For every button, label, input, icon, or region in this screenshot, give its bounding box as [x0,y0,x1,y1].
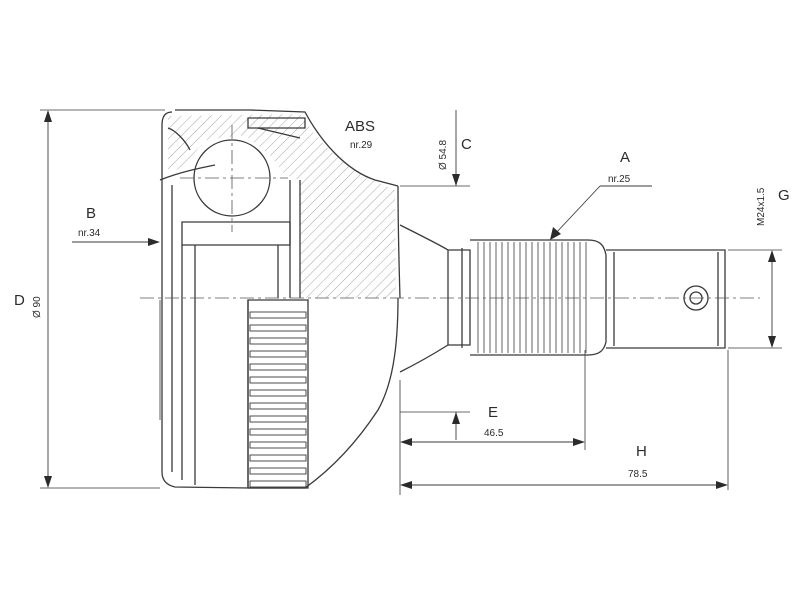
abs-tooth [249,402,307,410]
dimension-g [728,249,782,349]
abs-tooth [249,324,307,332]
label-g-value: M24x1.5 [756,187,767,226]
leader-b [72,238,160,246]
abs-tooth [249,454,307,462]
abs-ring [247,299,309,489]
abs-tooth [249,350,307,358]
leader-a [550,185,652,240]
abs-tooth [249,337,307,345]
dimension-c [400,110,470,440]
abs-tooth [249,467,307,475]
abs-tooth [249,480,307,488]
output-shaft [399,224,726,373]
label-c: C [461,136,472,153]
dimension-e [399,350,586,495]
abs-tooth [249,376,307,384]
abs-tooth [249,428,307,436]
dimension-d [40,109,165,489]
abs-tooth [249,441,307,449]
abs-tooth [249,389,307,397]
dimension-h [400,350,729,490]
label-a-nr: nr.25 [608,174,631,185]
label-e-value: 46.5 [484,428,504,439]
label-b-nr: nr.34 [78,228,101,239]
label-h: H [636,443,647,460]
abs-tooth [249,415,307,423]
label-e: E [488,404,498,421]
abs-tooth [249,311,307,319]
label-d: D [14,292,25,309]
label-d-value: Ø 90 [32,296,43,318]
label-abs: ABS [345,118,375,135]
label-abs-nr: nr.29 [350,140,373,151]
label-h-value: 78.5 [628,469,648,480]
label-g: G [778,187,790,204]
label-c-value: Ø 54.8 [438,140,449,170]
abs-tooth [249,363,307,371]
label-b: B [86,205,96,222]
joint-housing [159,109,401,489]
label-a: A [620,149,630,166]
